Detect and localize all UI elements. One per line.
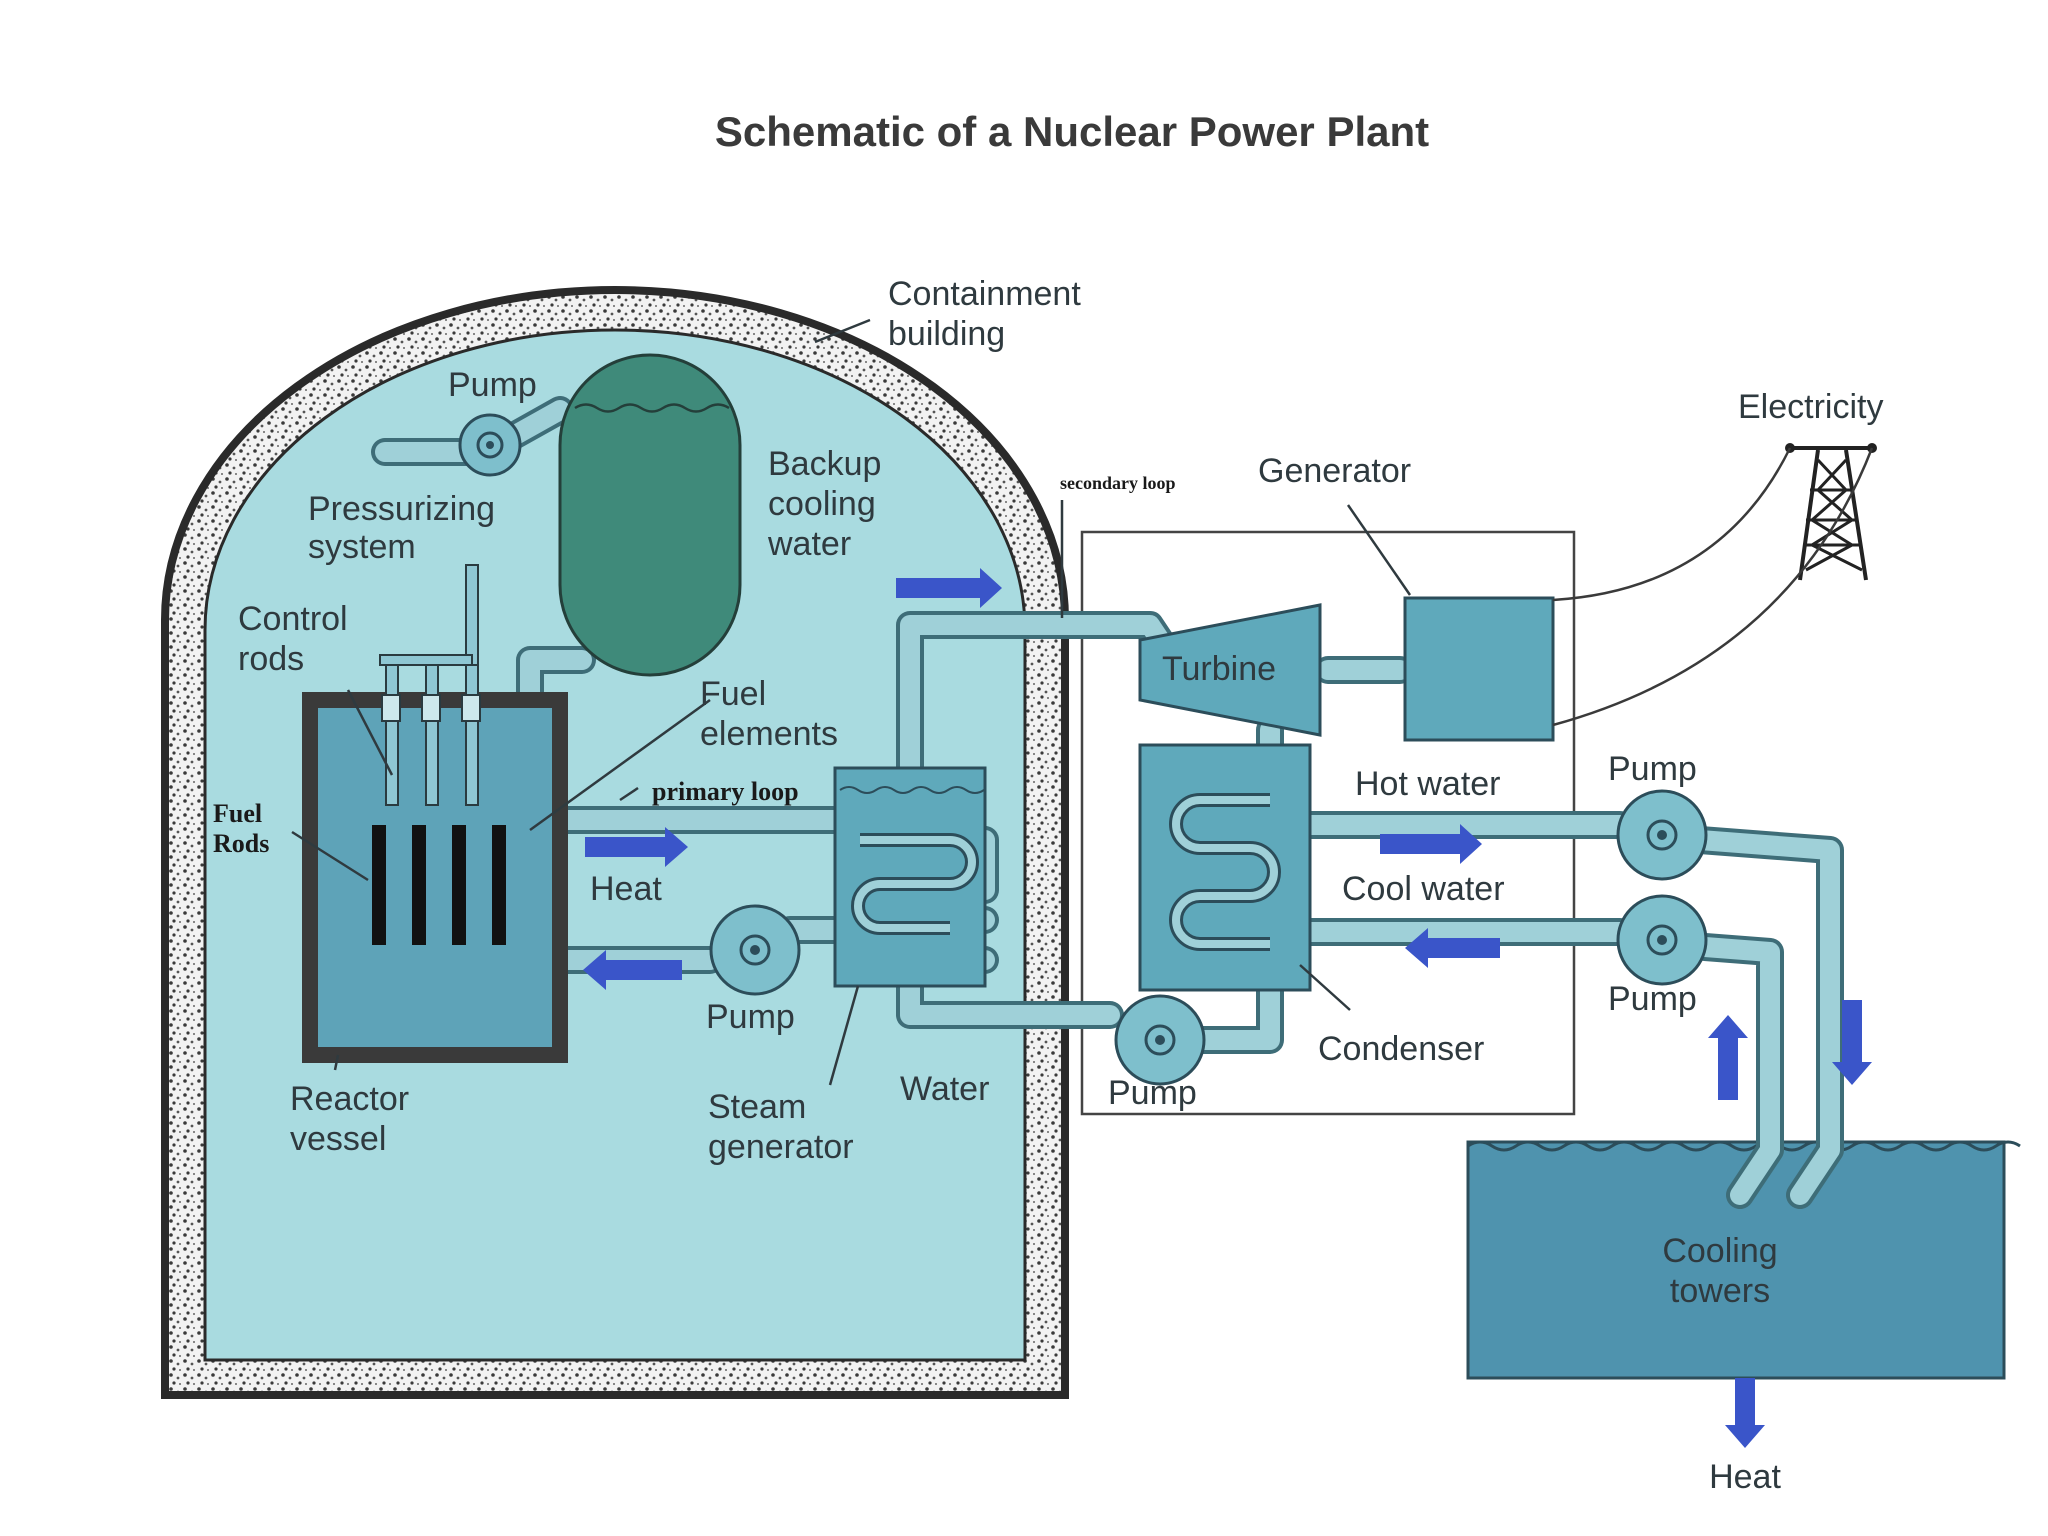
label-pump-primary: Pump [706,998,795,1036]
label-condenser: Condenser [1318,1030,1484,1068]
label-generator: Generator [1258,452,1411,490]
backup-water-surface [574,403,730,413]
label-hot-water: Hot water [1355,765,1501,803]
flow-arrows [583,568,1872,1448]
cooling-water-surface [1467,1140,2021,1152]
svg-text:building: building [888,315,1005,353]
svg-text:vessel: vessel [290,1120,386,1158]
page-title: Schematic of a Nuclear Power Plant [715,108,1429,155]
condenser [1138,743,1312,992]
label-cool-water: Cool water [1342,870,1505,908]
label-electricity: Electricity [1738,388,1883,426]
arrow-down-heat-icon [1725,1378,1765,1448]
label-water: Water [900,1070,989,1108]
arrow-right-steam-icon [896,568,1002,608]
label-cooling-towers: Cooling [1662,1232,1777,1270]
transmission-tower-icon [1785,443,1877,581]
label-pump-hot: Pump [1608,750,1697,788]
label-pump-top: Pump [448,366,537,404]
label-primary-loop: primary loop [652,777,799,806]
svg-text:rods: rods [238,640,304,678]
svg-text:Rods: Rods [213,829,269,858]
arrow-up-cooling-icon [1708,1015,1748,1100]
label-steam-generator: Steam [708,1088,806,1126]
label-heat-out: Heat [1709,1458,1781,1496]
label-pump-cool: Pump [1608,980,1697,1018]
svg-text:elements: elements [700,715,838,753]
svg-text:generator: generator [708,1128,854,1166]
arrow-right-heat-icon [585,827,688,867]
arrow-down-cooling-icon [1832,1000,1872,1085]
pump-cool-icon [1616,894,1708,986]
label-fuel-rods: Fuel [213,799,262,828]
fuel-rods [372,825,506,945]
pump-secondary-icon [1114,994,1206,1086]
arrow-left-return-icon [583,950,682,990]
label-containment-building: Containment [888,275,1081,313]
pump-top-icon [458,413,522,477]
pump-hot-icon [1616,789,1708,881]
arrow-right-hot-water-icon [1380,824,1482,864]
label-pressurizing-system: Pressurizing [308,490,495,528]
label-heat-primary: Heat [590,870,662,908]
label-backup-cooling-water: Backup [768,445,881,483]
label-secondary-loop: secondary loop [1060,473,1176,493]
label-fuel-elements: Fuel [700,675,766,713]
svg-text:system: system [308,528,416,566]
leader-lines [291,318,1412,1086]
electricity-wires [1552,447,1874,727]
generator [1403,596,1555,742]
steam-generator-water-surface [839,786,985,794]
svg-text:towers: towers [1670,1272,1770,1310]
turbine [1138,603,1322,737]
diagram-labels: Containment building Pump Pressurizing s… [213,275,1883,1496]
svg-text:cooling: cooling [768,485,876,523]
pump-primary-icon [709,904,801,996]
control-rods [379,564,481,806]
label-turbine: Turbine [1162,650,1276,688]
svg-text:water: water [767,525,851,563]
label-reactor-vessel: Reactor [290,1080,409,1118]
label-control-rods: Control [238,600,348,638]
backup-cooling-water-tank [558,353,742,677]
arrow-left-cool-water-icon [1405,928,1500,968]
label-pump-secondary: Pump [1108,1074,1197,1112]
